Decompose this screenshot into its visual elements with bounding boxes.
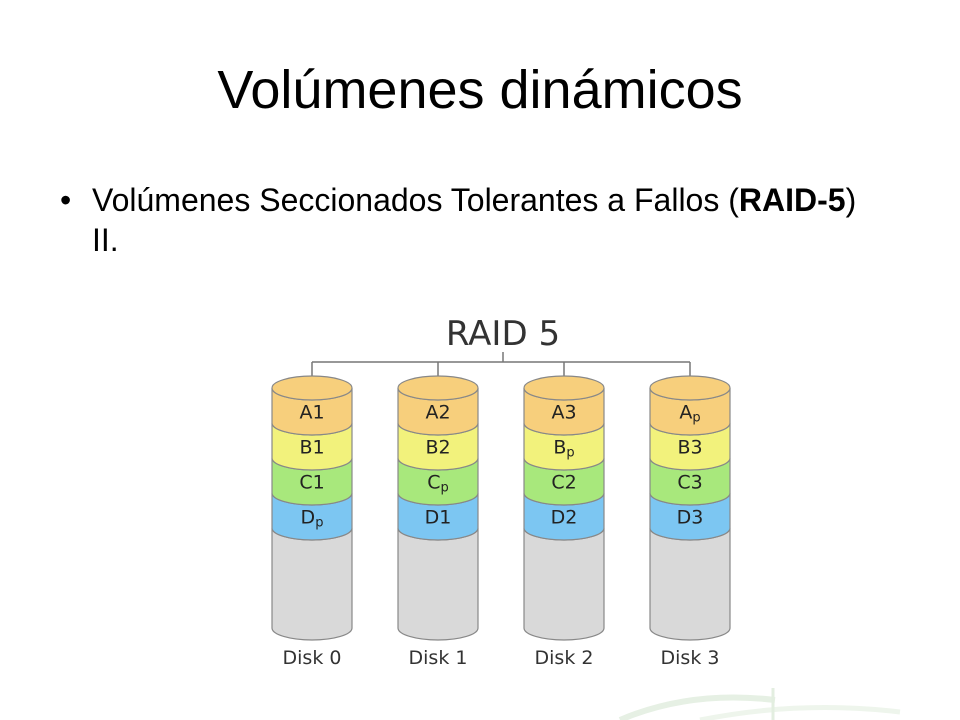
block-label: Cp [427, 472, 449, 496]
disk-label: Disk 0 [283, 647, 342, 669]
block-label: D2 [551, 507, 578, 529]
block-label: A3 [551, 402, 576, 424]
block-label: A1 [299, 402, 324, 424]
block-label: C2 [551, 472, 576, 494]
bullet-item: • Volúmenes Seccionados Tolerantes a Fal… [60, 180, 860, 260]
block-label: B3 [677, 437, 702, 459]
bullet-text-bold: RAID-5 [738, 182, 846, 218]
bullet-text-suffix: ) II. [92, 182, 857, 258]
bullet-text-prefix: Volúmenes Seccionados Tolerantes a Fallo… [92, 182, 739, 218]
bullet-text: Volúmenes Seccionados Tolerantes a Fallo… [92, 180, 860, 260]
raid-title: RAID 5 [446, 314, 560, 354]
disk-label: Disk 3 [661, 647, 720, 669]
block-label: Dp [301, 507, 324, 531]
block-label: B2 [425, 437, 450, 459]
slide-title: Volúmenes dinámicos [217, 60, 743, 120]
disk-label: Disk 1 [409, 647, 468, 669]
block-label: A2 [425, 402, 450, 424]
block-label: C3 [677, 472, 702, 494]
disk-top-cap [649, 375, 731, 401]
block-label: C1 [299, 472, 324, 494]
block-label: D1 [425, 507, 452, 529]
disk-top-cap [397, 375, 479, 401]
disk-label: Disk 2 [535, 647, 594, 669]
block-label: D3 [677, 507, 704, 529]
disk-top-cap [271, 375, 353, 401]
block-label: Bp [553, 437, 574, 461]
block-label: Ap [679, 402, 700, 426]
bullet-dot: • [60, 182, 72, 218]
disk-top-cap [523, 375, 605, 401]
block-label: B1 [299, 437, 324, 459]
